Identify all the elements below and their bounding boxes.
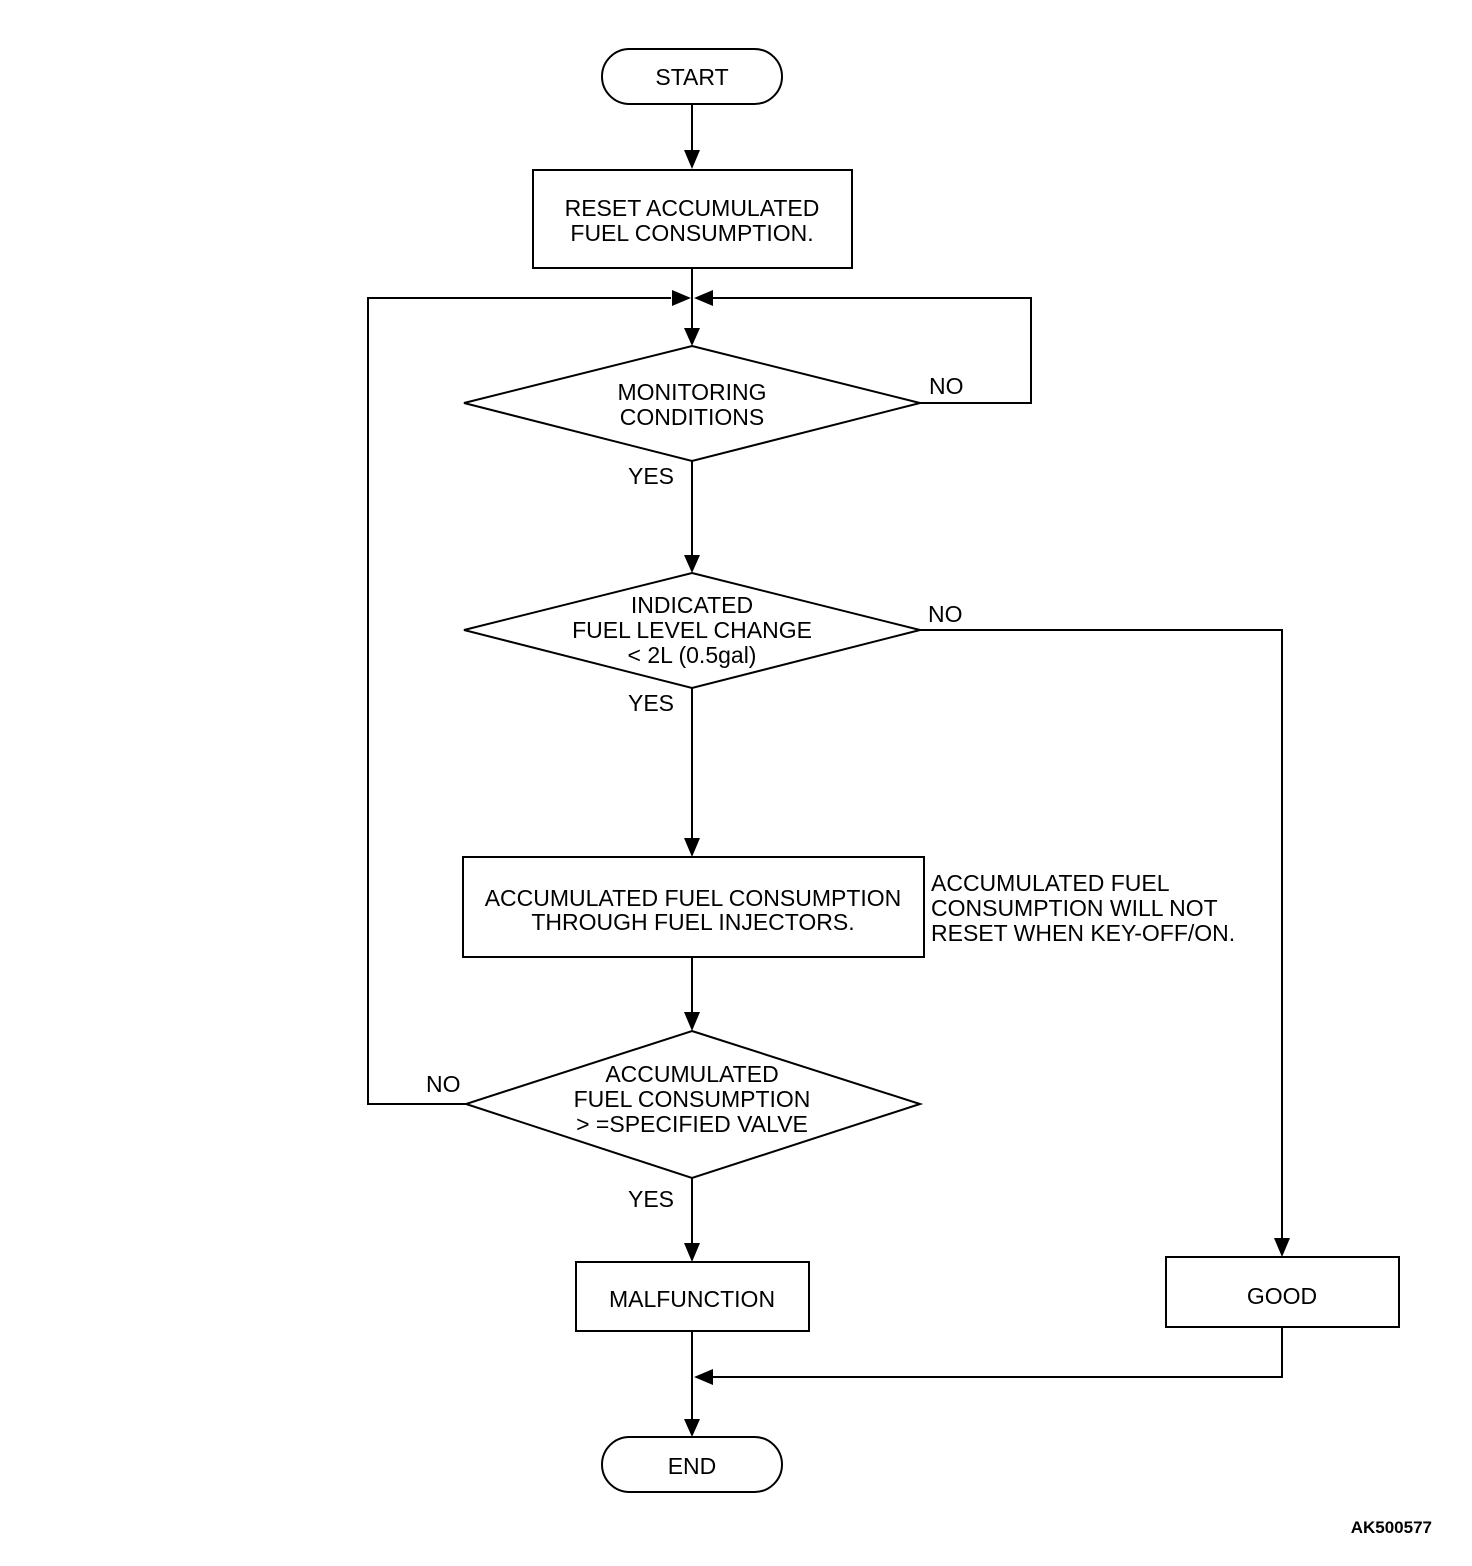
monitoring-decision-diamond (463, 344, 921, 463)
edge-monitoring-no-loop (713, 297, 1032, 404)
reset-label-line-2: FUEL CONSUMPTION. (570, 220, 813, 246)
fuel-level-decision-diamond (463, 571, 921, 690)
monitoring-no-label: NO (929, 373, 964, 399)
fuel-level-no-label: NO (928, 601, 963, 627)
malfunction-label: MALFUNCTION (609, 1286, 775, 1312)
note-line-2: CONSUMPTION WILL NOT (931, 895, 1218, 921)
node-reset: RESET ACCUMULATED FUEL CONSUMPTION. (532, 169, 853, 269)
arrowhead-fuel-level (684, 555, 700, 573)
fuel-level-label-line-1: INDICATED (631, 592, 753, 618)
edge-threshold-no-loop (367, 297, 671, 1105)
arrowhead-threshold (684, 1012, 700, 1031)
threshold-label-line-1: ACCUMULATED (605, 1061, 778, 1087)
threshold-decision-diamond (462, 1029, 924, 1180)
reset-process-box (532, 169, 853, 269)
arrowhead-monitoring (684, 328, 700, 346)
end-terminator (601, 1436, 783, 1493)
monitoring-label-line-2: CONDITIONS (620, 404, 764, 430)
connectors (367, 104, 1283, 1419)
arrowheads (672, 150, 1290, 1437)
monitoring-yes-label: YES (628, 463, 674, 489)
arrowhead-reset (684, 150, 700, 169)
monitoring-label-line-1: MONITORING (617, 379, 766, 405)
arrowhead-return-merge (694, 1369, 713, 1385)
node-threshold: ACCUMULATED FUEL CONSUMPTION > =SPECIFIE… (462, 1029, 924, 1180)
good-box (1165, 1256, 1400, 1328)
edge-good-to-end (713, 1327, 1283, 1378)
node-end: END (601, 1436, 783, 1493)
node-malfunction: MALFUNCTION (575, 1261, 810, 1332)
threshold-label-line-3: > =SPECIFIED VALVE (576, 1111, 808, 1137)
node-monitoring: MONITORING CONDITIONS (463, 344, 921, 463)
threshold-yes-label: YES (628, 1186, 674, 1212)
accumulate-label-line-1: ACCUMULATED FUEL CONSUMPTION (485, 885, 902, 911)
arrowhead-merge-left (672, 290, 691, 306)
arrowhead-accumulate (684, 838, 700, 857)
branch-labels: NO YES NO YES NO YES (426, 373, 964, 1212)
arrowhead-good (1274, 1238, 1290, 1257)
threshold-label-line-2: FUEL CONSUMPTION (574, 1086, 811, 1112)
fuel-level-label-line-2: FUEL LEVEL CHANGE (572, 617, 812, 643)
node-good: GOOD (1165, 1256, 1400, 1328)
fuel-level-yes-label: YES (628, 690, 674, 716)
start-label: START (655, 64, 728, 90)
note-line-1: ACCUMULATED FUEL (931, 870, 1170, 896)
node-accumulate: ACCUMULATED FUEL CONSUMPTION THROUGH FUE… (462, 856, 925, 958)
node-fuel-level: INDICATED FUEL LEVEL CHANGE < 2L (0.5gal… (463, 571, 921, 690)
arrowhead-end (684, 1419, 700, 1437)
node-start: START (601, 48, 783, 105)
arrowhead-malfunction (684, 1243, 700, 1262)
end-label: END (668, 1453, 717, 1479)
fuel-level-label-line-3: < 2L (0.5gal) (628, 642, 757, 668)
threshold-no-label: NO (426, 1071, 461, 1097)
start-terminator (601, 48, 783, 105)
reset-label-line-1: RESET ACCUMULATED (565, 195, 820, 221)
good-label: GOOD (1247, 1283, 1317, 1309)
figure-id: AK500577 (1351, 1518, 1432, 1537)
accumulate-label-line-2: THROUGH FUEL INJECTORS. (531, 909, 854, 935)
accumulate-process-box (462, 856, 925, 958)
arrowhead-merge-right (694, 290, 713, 306)
edge-fuel-level-no (920, 629, 1283, 1238)
malfunction-box (575, 1261, 810, 1332)
note-line-3: RESET WHEN KEY-OFF/ON. (931, 920, 1235, 946)
accumulate-note: ACCUMULATED FUEL CONSUMPTION WILL NOT RE… (931, 870, 1235, 946)
